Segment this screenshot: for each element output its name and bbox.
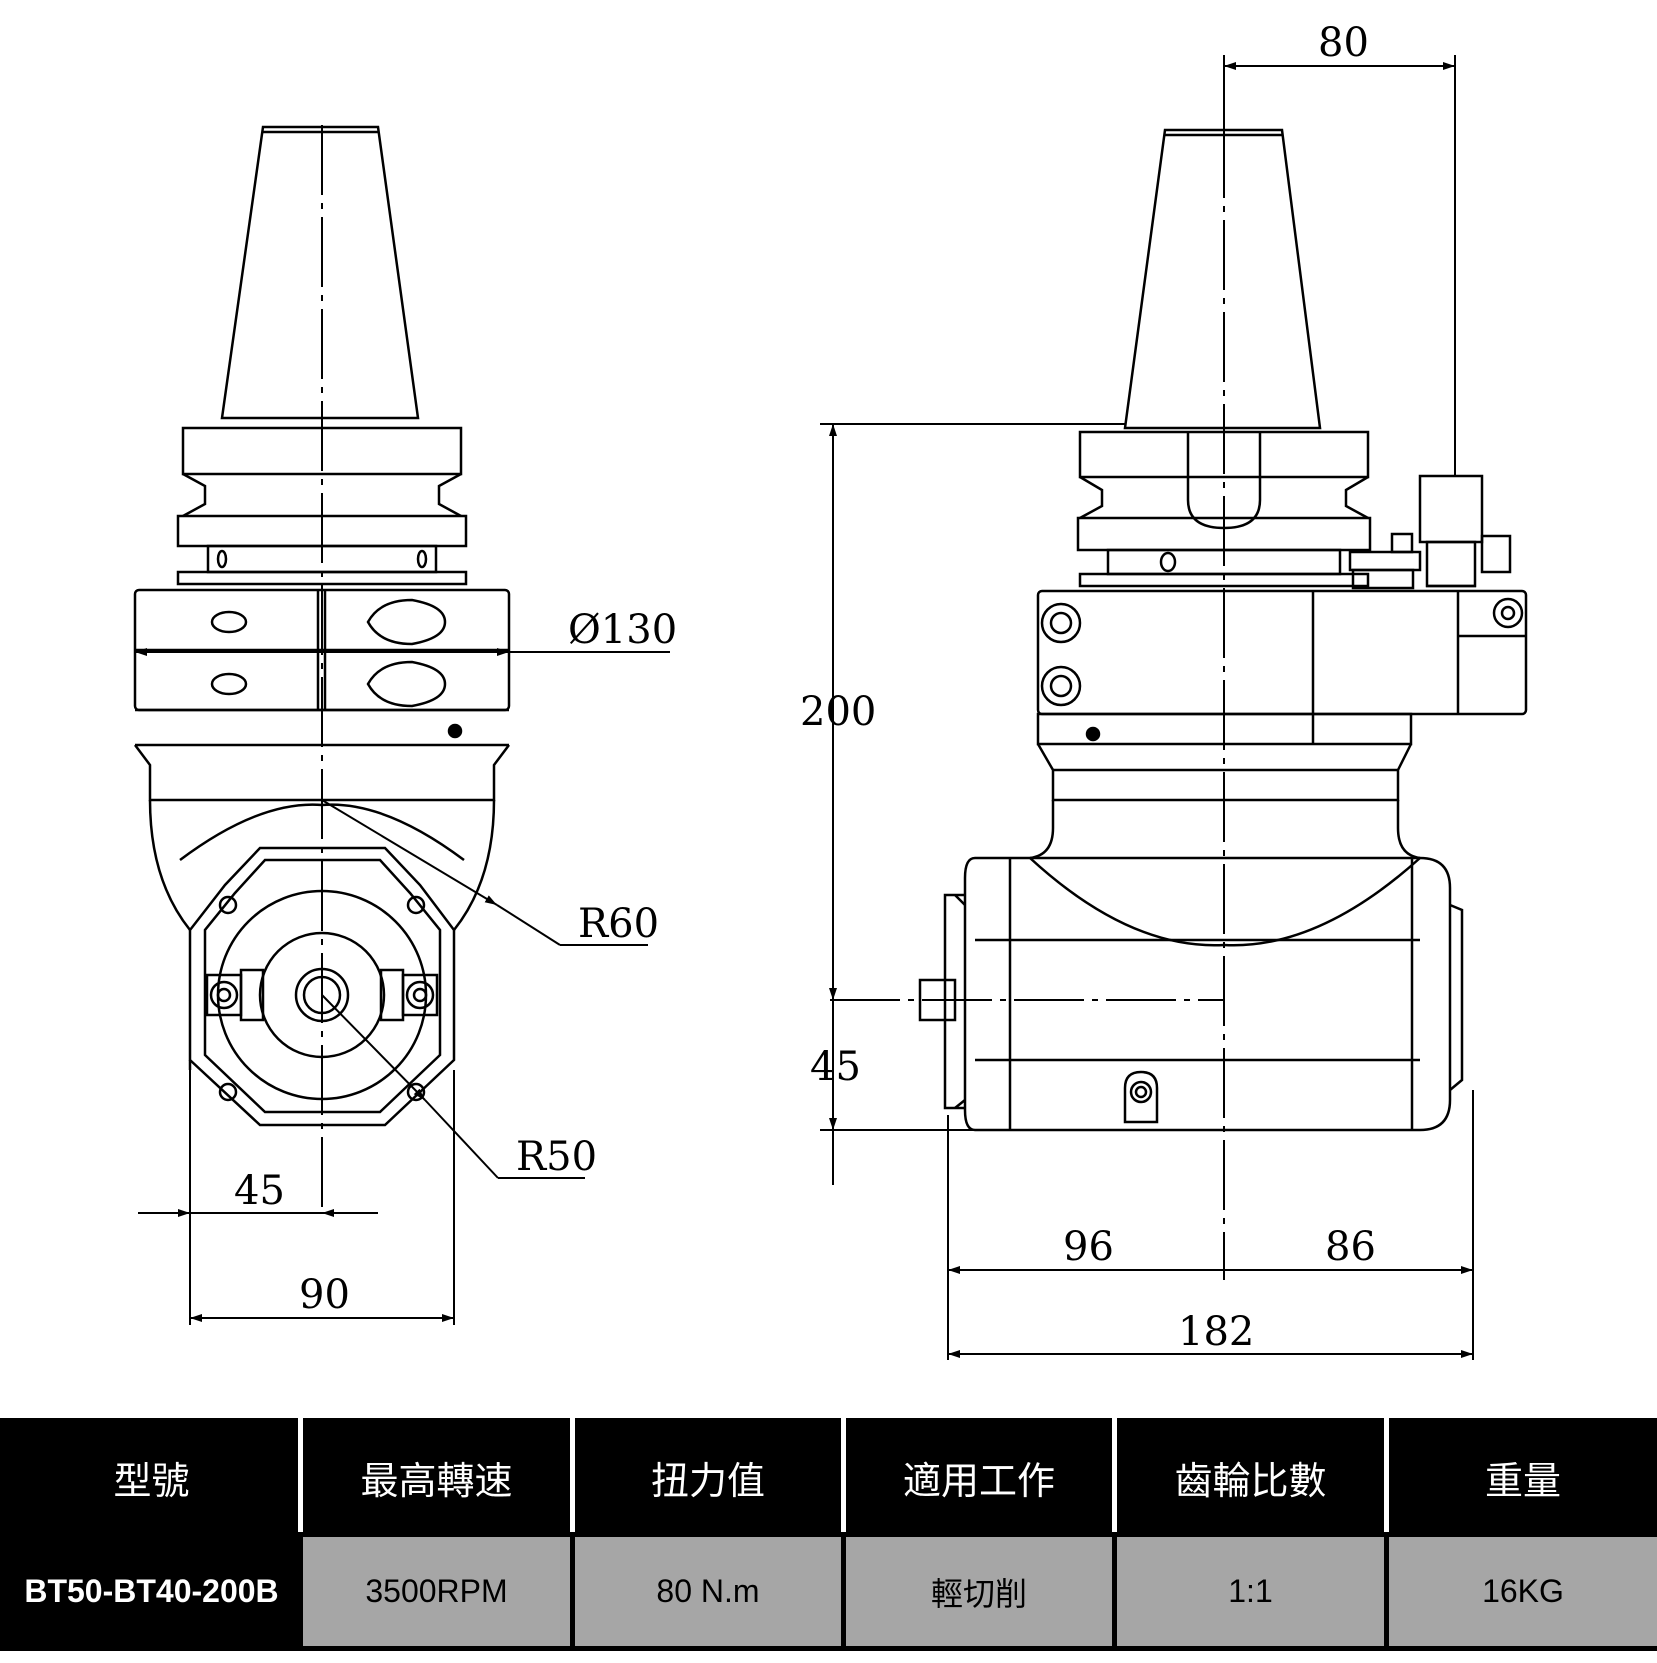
cell-gear-ratio: 1:1	[1112, 1532, 1389, 1651]
cell-model: BT50-BT40-200B	[0, 1532, 303, 1651]
header-model: 型號	[0, 1418, 303, 1537]
cell-torque: 80 N.m	[570, 1532, 846, 1651]
spec-table: 型號 最高轉速 扭力值 適用工作 齒輪比數 重量 BT50-BT40-200B …	[0, 1418, 1657, 1651]
dim-side-182: 182	[1178, 1309, 1254, 1355]
table-row: BT50-BT40-200B 3500RPM 80 N.m 輕切削 1:1 16…	[0, 1532, 1657, 1651]
dim-diameter-130: Ø130	[568, 607, 677, 653]
dim-side-200: 200	[800, 689, 876, 735]
header-weight: 重量	[1384, 1418, 1657, 1537]
cell-weight: 16KG	[1384, 1532, 1657, 1651]
header-gear-ratio: 齒輪比數	[1112, 1418, 1389, 1537]
cell-max-speed: 3500RPM	[298, 1532, 575, 1651]
spec-table-header-row: 型號 最高轉速 扭力值 適用工作 齒輪比數 重量	[0, 1418, 1657, 1537]
header-torque: 扭力值	[570, 1418, 846, 1537]
dim-radius-50: R50	[516, 1134, 597, 1180]
technical-drawing: Ø130 R60 R50 45 90	[133, 20, 1528, 1360]
front-dimension-lines	[135, 648, 670, 1325]
front-view	[133, 125, 511, 1215]
side-dimension-lines	[820, 55, 1474, 1360]
dim-side-45: 45	[810, 1044, 861, 1090]
side-view	[830, 128, 1528, 1280]
cell-application: 輕切削	[841, 1532, 1117, 1651]
dim-side-86: 86	[1325, 1224, 1376, 1270]
header-max-speed: 最高轉速	[298, 1418, 575, 1537]
dim-front-90: 90	[299, 1272, 350, 1318]
dim-side-80: 80	[1318, 20, 1369, 66]
dim-side-96: 96	[1063, 1224, 1114, 1270]
header-application: 適用工作	[841, 1418, 1117, 1537]
dim-radius-60: R60	[578, 901, 659, 947]
dim-front-45: 45	[234, 1168, 285, 1214]
